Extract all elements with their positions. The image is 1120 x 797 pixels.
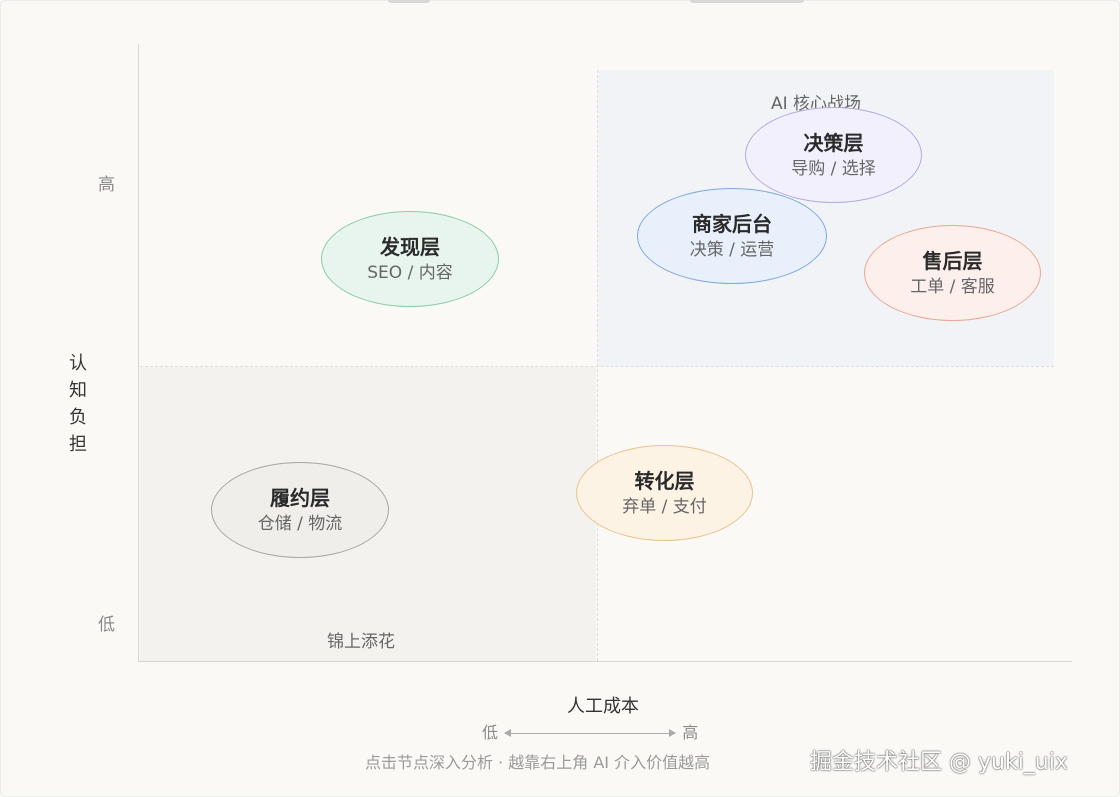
- node-title: 售后层: [922, 249, 983, 273]
- top-strip: [690, 0, 804, 3]
- x-axis-low-label: 低: [482, 723, 499, 742]
- y-axis-line: [138, 44, 139, 662]
- x-axis-line: [138, 661, 1072, 662]
- double-arrow-icon: [504, 729, 677, 737]
- node-title: 决策层: [803, 131, 864, 155]
- node-subtitle: 弃单 / 支付: [622, 497, 707, 517]
- nice-to-have-zone-label: 锦上添花: [327, 632, 395, 652]
- node-decision-layer[interactable]: 决策层 导购 / 选择: [745, 107, 922, 203]
- node-title: 商家后台: [692, 212, 772, 236]
- x-axis-scale: 低 高: [482, 719, 698, 743]
- node-title: 转化层: [634, 469, 695, 493]
- node-subtitle: 仓储 / 物流: [257, 514, 343, 534]
- top-strip: [388, 0, 430, 3]
- x-axis-title: 人工成本: [567, 696, 639, 717]
- node-merchant-backend[interactable]: 商家后台 决策 / 运营: [637, 188, 827, 284]
- y-axis-high-label: 高: [98, 175, 115, 195]
- x-axis-high-label: 高: [682, 723, 699, 742]
- watermark: 掘金技术社区 @ yuki_uix: [810, 750, 1068, 775]
- interaction-hint: 点击节点深入分析 · 越靠右上角 AI 介入价值越高: [365, 753, 711, 772]
- y-axis-low-label: 低: [98, 615, 115, 635]
- node-subtitle: SEO / 内容: [367, 263, 453, 283]
- vertical-divider: [597, 70, 598, 661]
- node-conversion-layer[interactable]: 转化层 弃单 / 支付: [576, 445, 753, 541]
- node-fulfillment-layer[interactable]: 履约层 仓储 / 物流: [211, 462, 389, 558]
- node-subtitle: 导购 / 选择: [791, 159, 876, 179]
- node-subtitle: 决策 / 运营: [689, 240, 775, 260]
- node-discovery-layer[interactable]: 发现层 SEO / 内容: [321, 211, 499, 307]
- y-axis-title: 认知负担: [69, 353, 87, 455]
- node-subtitle: 工单 / 客服: [910, 277, 995, 297]
- node-aftersale-layer[interactable]: 售后层 工单 / 客服: [864, 225, 1041, 321]
- node-title: 发现层: [380, 235, 440, 259]
- node-title: 履约层: [270, 486, 330, 510]
